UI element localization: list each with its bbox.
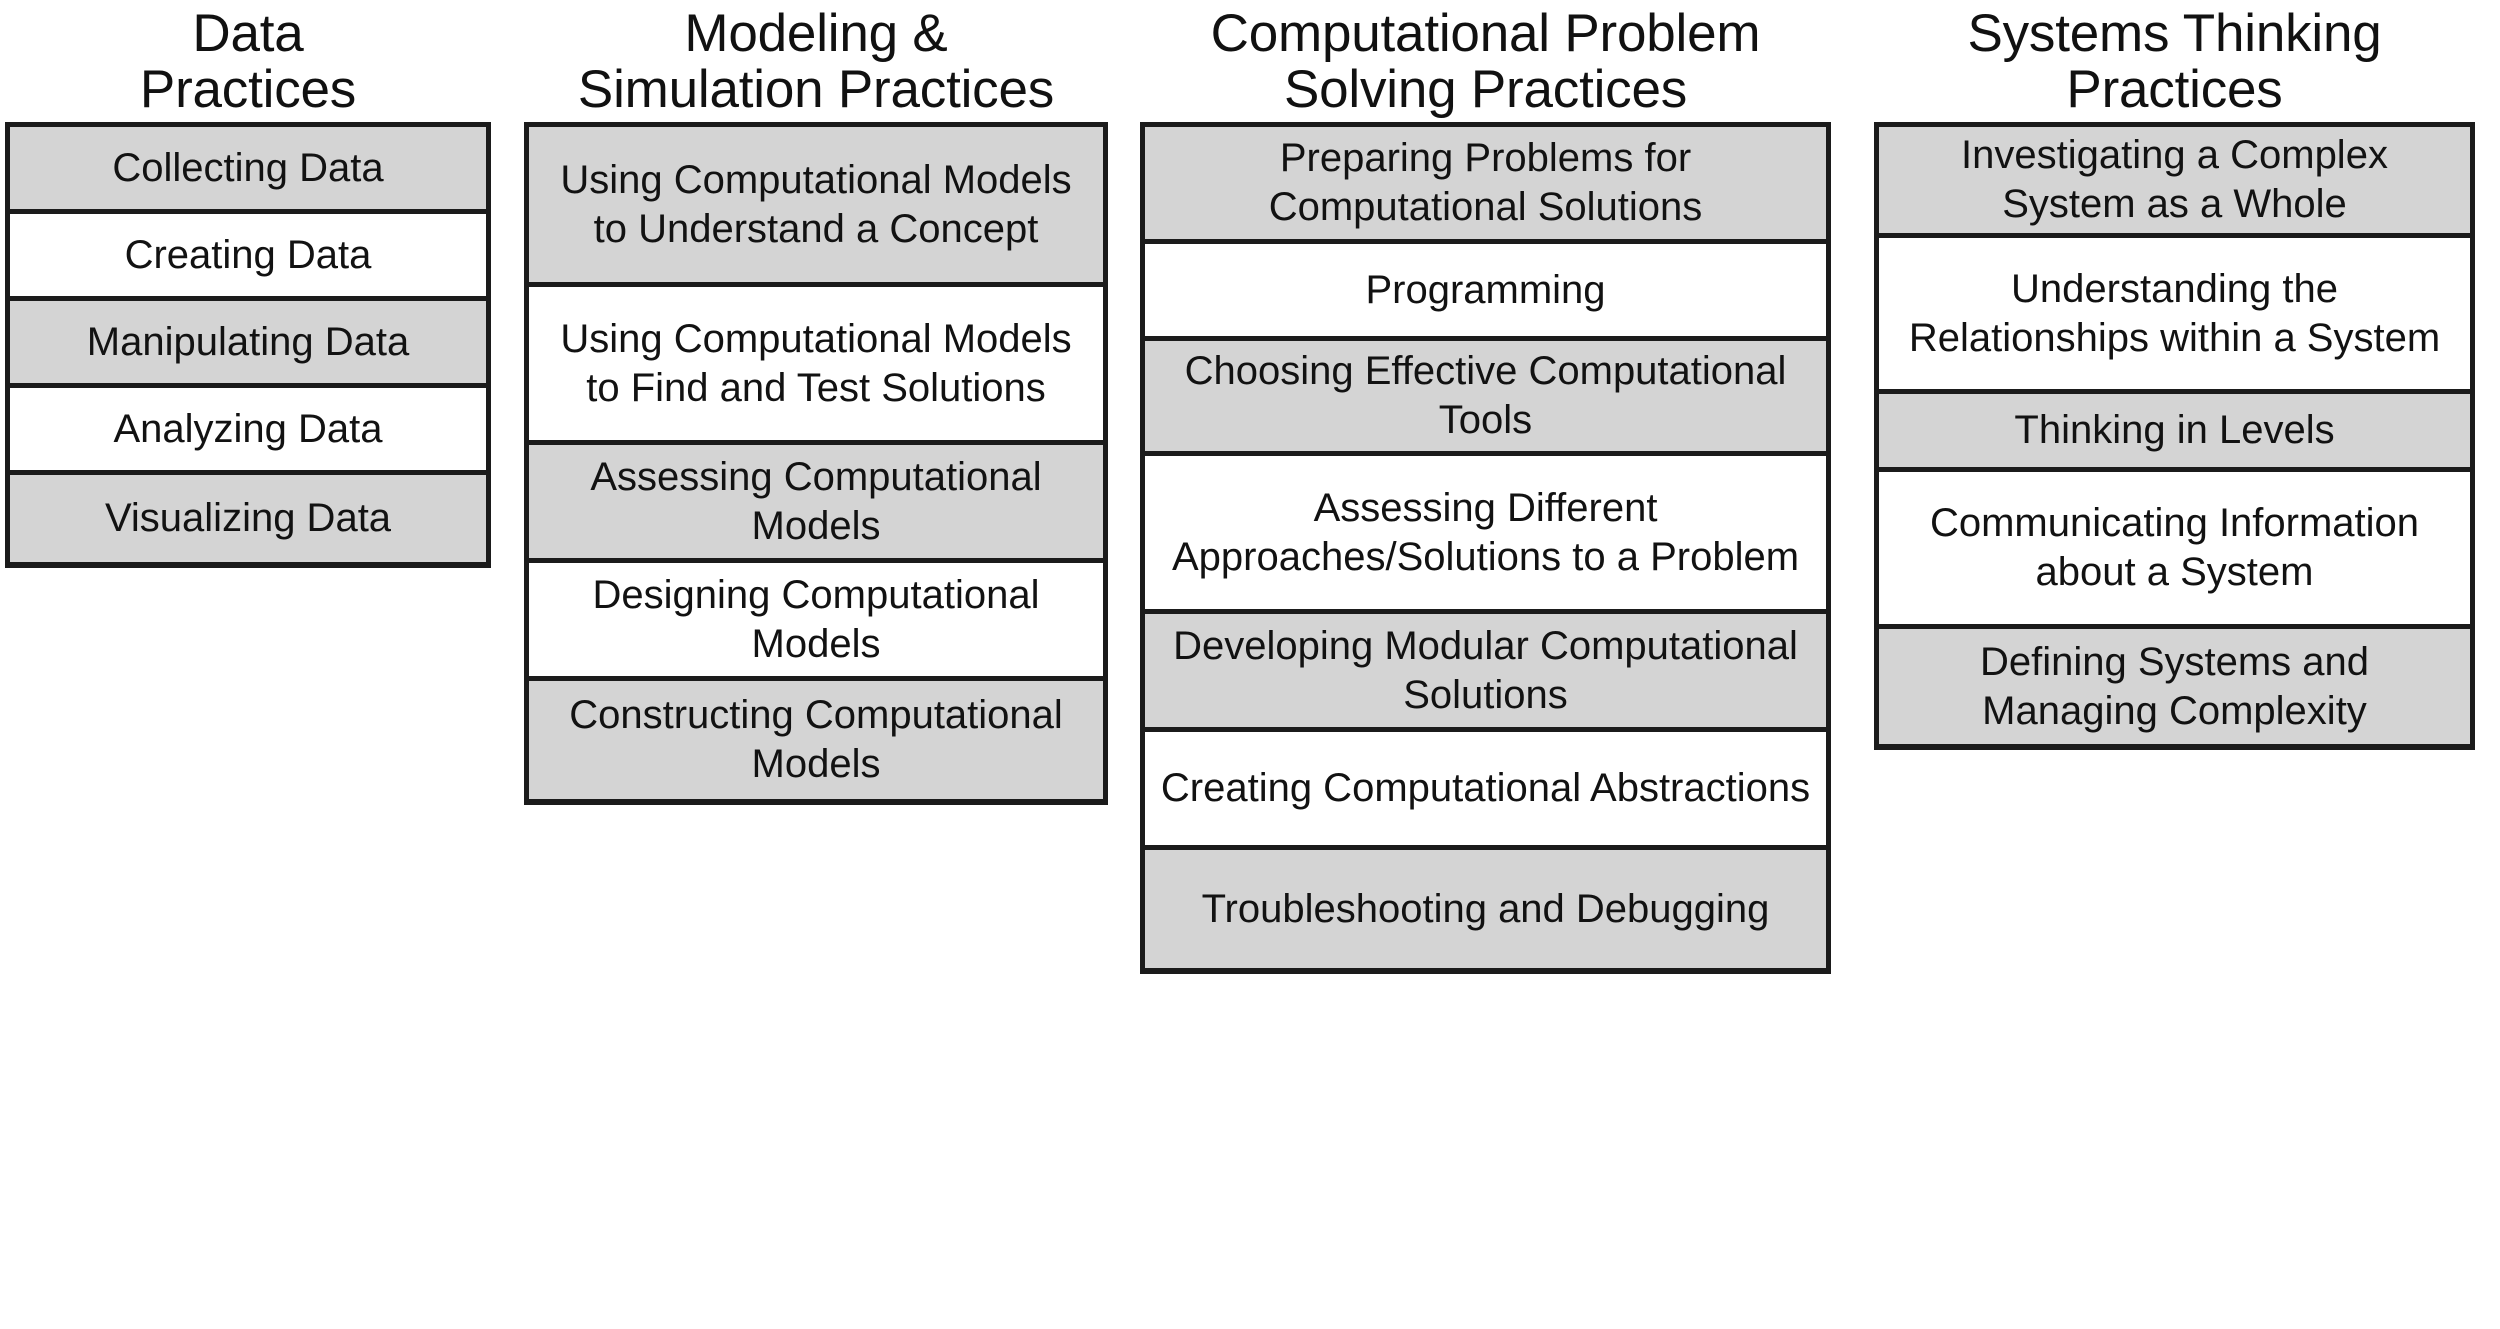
practice-item-label: Visualizing Data [104, 496, 392, 541]
practice-item-label: Using Computational Models to Understand… [560, 157, 1072, 251]
practice-item: Choosing Effective Computational Tools [1145, 341, 1826, 457]
practice-item-label: Thinking in Levels [2014, 408, 2335, 453]
practice-item-label: Creating Data [124, 232, 372, 277]
practice-list: Preparing Problems for Computational Sol… [1140, 122, 1831, 975]
practice-item-label: Communicating Information about a System [1929, 501, 2420, 595]
practice-item-label: Creating Computational Abstractions [1160, 766, 1811, 811]
practice-item-label: Defining Systems and Managing Complexity [1979, 639, 2370, 733]
practice-item: Assessing Computational Models [529, 445, 1103, 564]
practice-item: Defining Systems and Managing Complexity [1879, 629, 2470, 745]
practice-item-label: Troubleshooting and Debugging [1201, 886, 1770, 931]
practice-list: Using Computational Models to Understand… [524, 122, 1108, 806]
practice-item: Collecting Data [10, 127, 486, 215]
practice-item-label: Assessing Different Approaches/Solutions… [1171, 485, 1800, 579]
column-title: Computational Problem Solving Practices [1210, 4, 1761, 120]
practice-list: Investigating a Complex System as a Whol… [1874, 122, 2475, 751]
practice-item-label: Developing Modular Computational Solutio… [1173, 623, 1798, 717]
practice-item-label: Assessing Computational Models [590, 454, 1042, 548]
practice-item: Thinking in Levels [1879, 394, 2470, 473]
practice-item: Constructing Computational Models [529, 681, 1103, 800]
practice-item: Using Computational Models to Find and T… [529, 287, 1103, 446]
practice-item-label: Collecting Data [112, 145, 384, 190]
practice-item: Developing Modular Computational Solutio… [1145, 614, 1826, 733]
practice-item-label: Analyzing Data [113, 406, 383, 451]
practice-item: Preparing Problems for Computational Sol… [1145, 127, 1826, 245]
practice-item-label: Choosing Effective Computational Tools [1184, 349, 1787, 443]
column-title: Systems Thinking Practices [1967, 4, 2382, 120]
practice-item-label: Preparing Problems for Computational Sol… [1268, 136, 1703, 230]
practice-item-label: Programming [1365, 267, 1606, 312]
practice-item: Designing Computational Models [529, 563, 1103, 682]
practice-item: Assessing Different Approaches/Solutions… [1145, 456, 1826, 615]
practice-item: Using Computational Models to Understand… [529, 127, 1103, 288]
practice-item: Programming [1145, 244, 1826, 342]
practice-item: Understanding the Relationships within a… [1879, 238, 2470, 395]
practice-item: Investigating a Complex System as a Whol… [1879, 127, 2470, 239]
practice-item-label: Investigating a Complex System as a Whol… [1961, 133, 2388, 227]
practice-item: Visualizing Data [10, 475, 486, 563]
practice-item-label: Manipulating Data [86, 319, 410, 364]
practice-item: Communicating Information about a System [1879, 472, 2470, 630]
column-title: Data Practices [139, 4, 357, 120]
practice-item: Manipulating Data [10, 301, 486, 389]
practice-item-label: Understanding the Relationships within a… [1908, 266, 2441, 360]
practice-item: Creating Data [10, 214, 486, 302]
practice-item-label: Using Computational Models to Find and T… [560, 316, 1072, 410]
practice-item-label: Constructing Computational Models [569, 693, 1063, 787]
column-title: Modeling & Simulation Practices [577, 4, 1055, 120]
practice-item: Creating Computational Abstractions [1145, 732, 1826, 851]
practice-item-label: Designing Computational Models [592, 572, 1040, 666]
practice-item: Troubleshooting and Debugging [1145, 850, 1826, 969]
practice-item: Analyzing Data [10, 388, 486, 476]
